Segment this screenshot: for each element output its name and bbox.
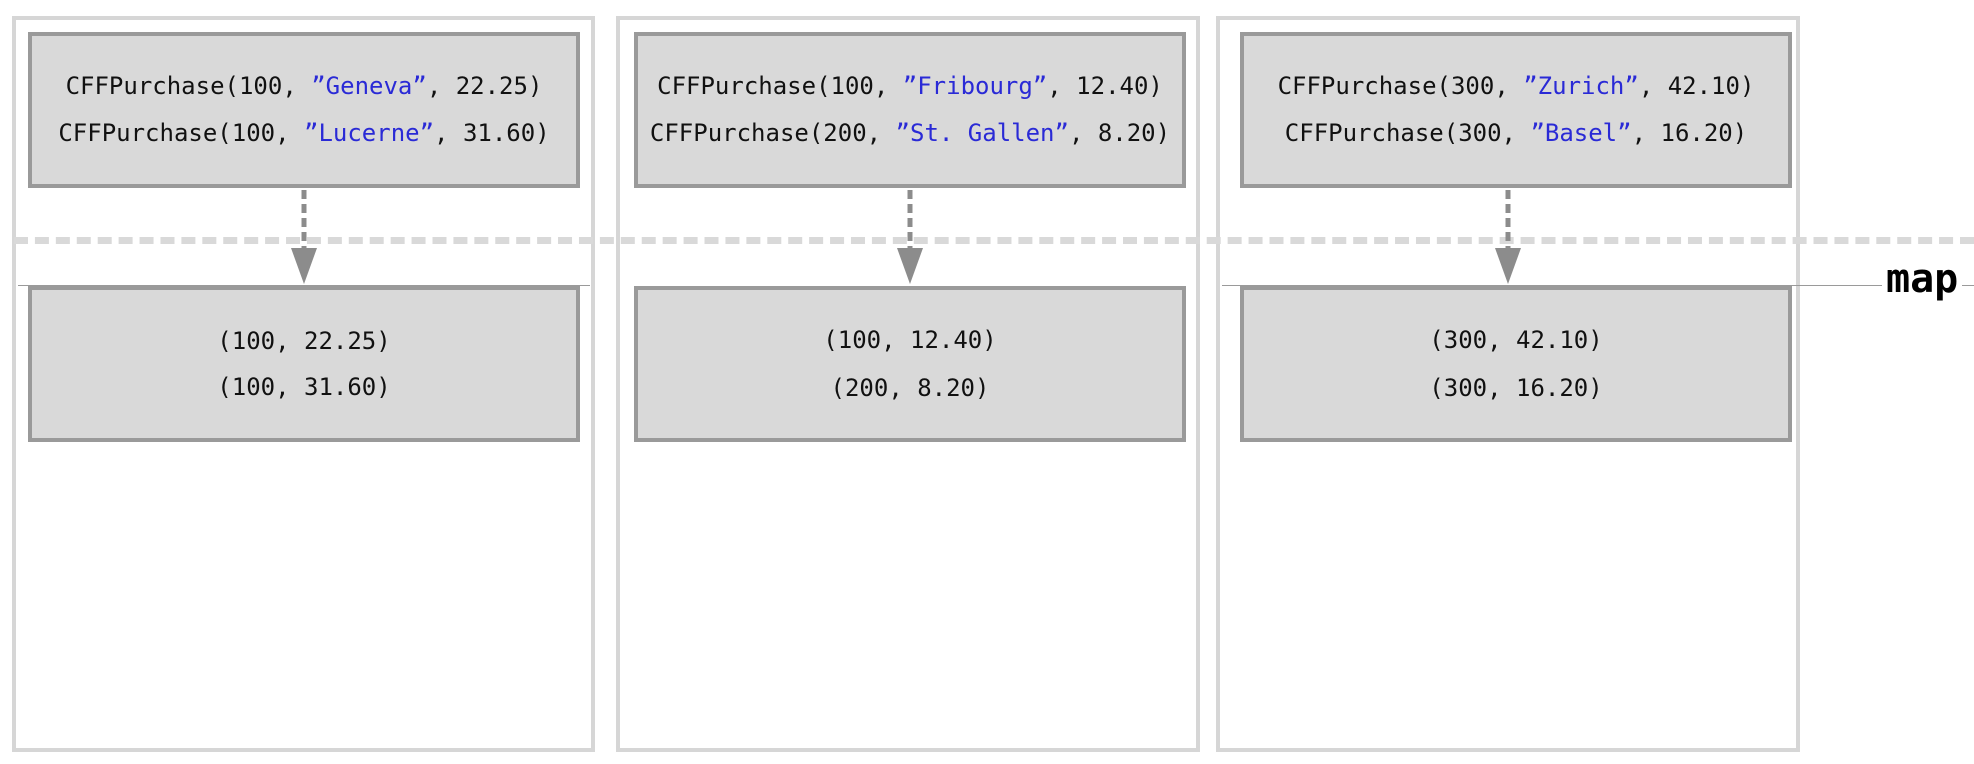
output-record: (100, 31.60) — [217, 373, 391, 401]
input-record: CFFPurchase(100, ”Fribourg”, 12.40) — [657, 72, 1163, 100]
output-record: (100, 22.25) — [217, 327, 391, 355]
stage-divider-dashed — [14, 237, 1974, 244]
output-box-1: (100, 22.25) (100, 31.60) — [28, 286, 580, 442]
output-record: (100, 12.40) — [823, 326, 997, 354]
output-box-2: (100, 12.40) (200, 8.20) — [634, 286, 1186, 442]
output-record: (200, 8.20) — [830, 374, 990, 402]
stage-divider-thin — [1222, 285, 1974, 286]
input-box-3: CFFPurchase(300, ”Zurich”, 42.10) CFFPur… — [1240, 32, 1792, 188]
map-arrow-1 — [291, 190, 317, 284]
input-box-2: CFFPurchase(100, ”Fribourg”, 12.40) CFFP… — [634, 32, 1186, 188]
partition-2 — [616, 16, 1200, 752]
input-box-1: CFFPurchase(100, ”Geneva”, 22.25) CFFPur… — [28, 32, 580, 188]
output-record: (300, 42.10) — [1429, 326, 1603, 354]
output-record: (300, 16.20) — [1429, 374, 1603, 402]
input-record: CFFPurchase(100, ”Geneva”, 22.25) — [65, 72, 543, 100]
output-box-3: (300, 42.10) (300, 16.20) — [1240, 286, 1792, 442]
input-record: CFFPurchase(100, ”Lucerne”, 31.60) — [58, 119, 550, 147]
map-arrow-2 — [897, 190, 923, 284]
input-record: CFFPurchase(200, ”St. Gallen”, 8.20) — [649, 119, 1171, 147]
stage-divider-thin — [18, 285, 590, 286]
input-record: CFFPurchase(300, ”Basel”, 16.20) — [1284, 119, 1748, 147]
input-record: CFFPurchase(300, ”Zurich”, 42.10) — [1277, 72, 1755, 100]
stage-label-map: map — [1882, 256, 1963, 302]
partition-3 — [1216, 16, 1800, 752]
partition-1 — [12, 16, 595, 752]
map-arrow-3 — [1495, 190, 1521, 284]
